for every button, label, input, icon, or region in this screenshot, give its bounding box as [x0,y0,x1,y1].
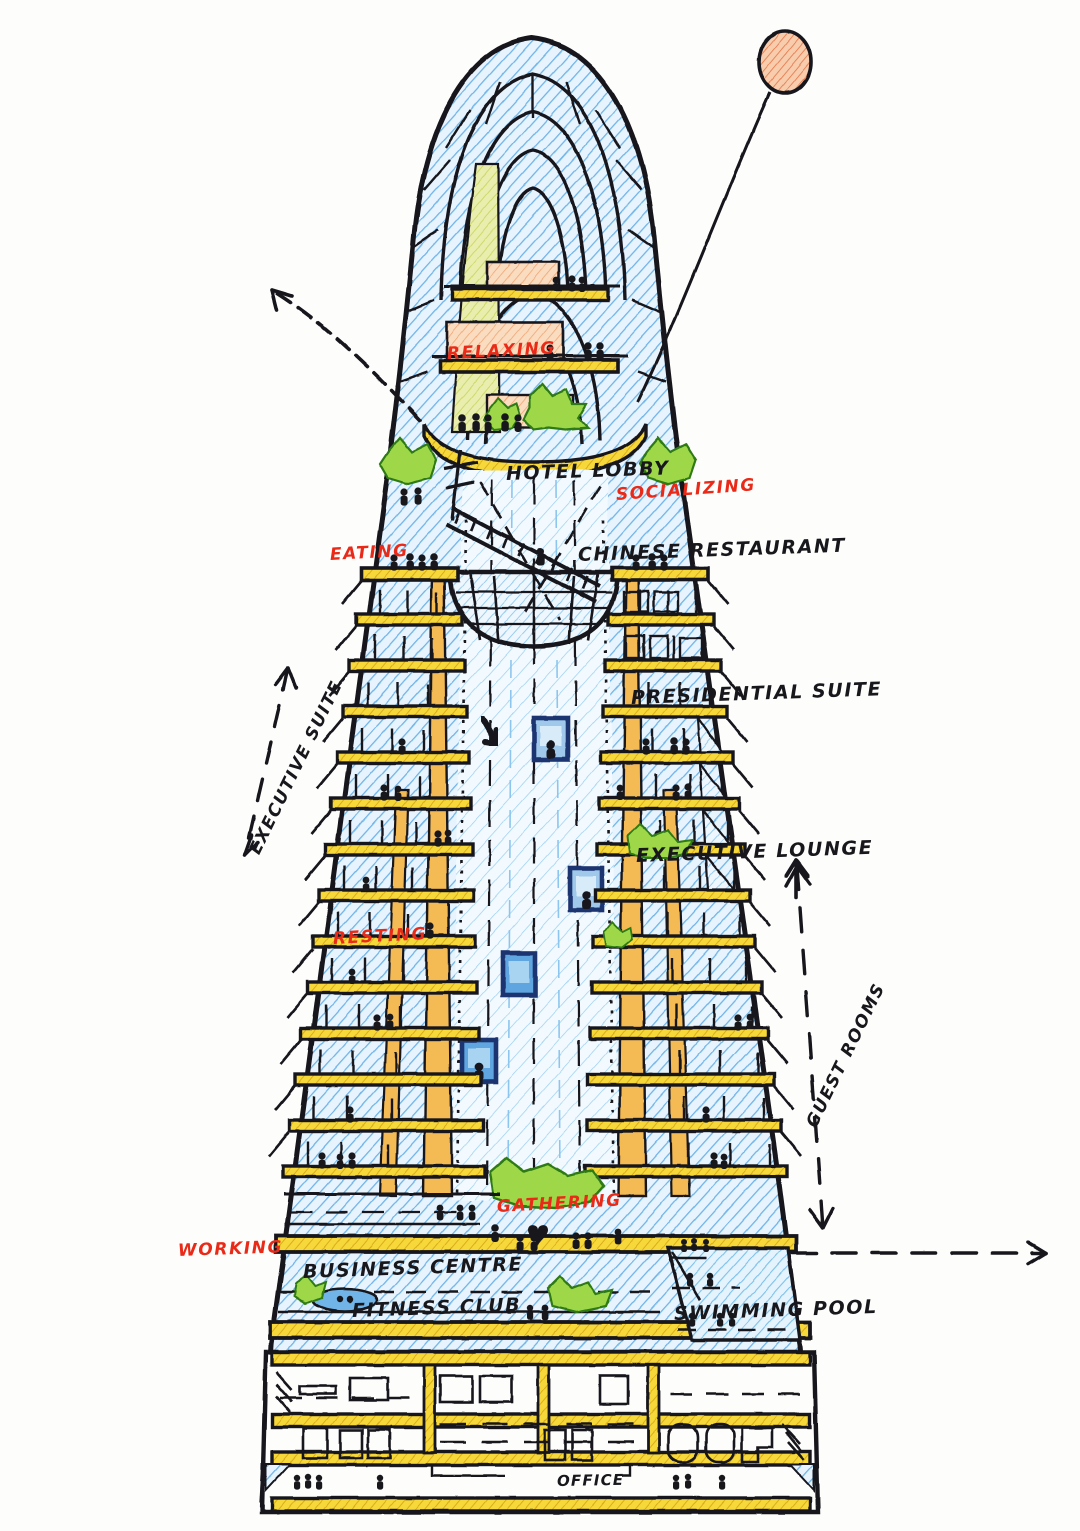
left-facade-ticks [268,579,363,1157]
elevator-cabs [459,715,605,1085]
right-partitions [638,590,772,1166]
elevator-cab [500,950,538,998]
figures-crown-2 [546,342,604,361]
elevator-cab [567,865,605,913]
left-partitions [306,590,438,1166]
sky-lobby-figures [400,487,422,506]
gathering-figures [436,1204,622,1251]
ground-datum-arrow [790,1240,1048,1266]
label-office: OFFICE [556,1470,625,1490]
right-wing-floors [583,553,802,1198]
circulation-arrows [479,715,500,747]
left-wing-floors [268,553,487,1198]
guest-rooms-bracket [784,864,835,1230]
crown-floors [422,260,648,478]
right-balcony-glazing [696,714,737,892]
right-facade-ticks [707,579,802,1157]
fitness-foliage [292,1272,614,1314]
podium [268,1156,812,1342]
office-figures [293,1473,726,1490]
elevator-cab [531,715,571,763]
atrium-rays [478,481,602,621]
annotation-layer [243,29,1048,1266]
sky-lobby-foliage [378,436,698,486]
sky-lobby-escalator [445,506,601,604]
sun-marker [757,29,813,95]
figures-crown-1 [552,275,586,292]
swimming-pool-volume [665,1246,802,1342]
leader-line [636,91,772,403]
executive-lounge-arrow [784,858,810,900]
label-resting: RESTING [332,924,428,949]
central-atrium [452,470,619,1200]
executive-suite-bracket [243,666,298,857]
atrium-shaft-foliage [603,920,633,949]
office-base [259,1349,821,1515]
figures-left [318,553,452,1169]
label-eating: EATING [329,540,410,565]
executive-lounge-foliage [626,822,694,859]
fitness-figures [526,1304,549,1321]
figures-crown-3 [458,413,522,432]
suite-furniture [622,590,704,660]
sky-lobby-mast [443,449,479,521]
pool-figures [681,1238,736,1327]
dome-ribs [399,74,667,384]
label-working: WORKING [177,1237,284,1261]
curved-arrow-up-left [270,288,422,422]
